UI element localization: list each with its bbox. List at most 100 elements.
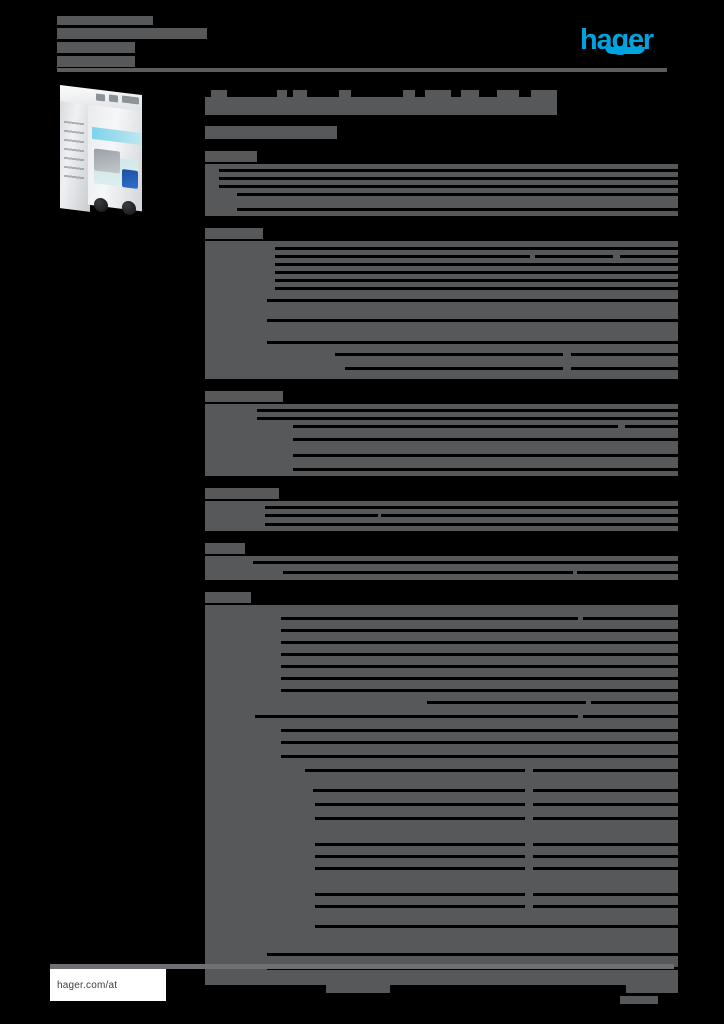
spec-row-separator bbox=[275, 287, 678, 290]
spec-row-separator bbox=[591, 701, 678, 704]
spec-row-separator bbox=[533, 769, 678, 772]
title-ascender bbox=[531, 90, 557, 99]
spec-row-separator bbox=[315, 925, 678, 928]
breaker-terminal-icon bbox=[130, 96, 139, 105]
spec-row-separator bbox=[315, 905, 525, 908]
spec-row-separator bbox=[620, 255, 678, 258]
spec-row-separator bbox=[281, 755, 678, 758]
page-title bbox=[205, 88, 678, 116]
label-column-gutter bbox=[205, 605, 211, 985]
footer-center-line-2 bbox=[326, 984, 390, 993]
header-line-3 bbox=[57, 42, 135, 53]
title-ascender bbox=[339, 90, 351, 99]
spec-row-separator bbox=[281, 653, 678, 656]
spec-row-separator bbox=[237, 193, 678, 196]
spec-row-separator bbox=[257, 409, 678, 412]
spec-rows bbox=[205, 501, 678, 531]
spec-row-separator bbox=[275, 271, 678, 274]
spec-row-separator bbox=[625, 425, 678, 428]
footer-right-block bbox=[606, 971, 678, 1007]
spec-row-separator bbox=[281, 617, 578, 620]
spec-row-separator bbox=[533, 803, 678, 806]
spec-rows bbox=[205, 241, 678, 379]
footer-url: hager.com/at bbox=[57, 979, 118, 991]
label-column-gutter bbox=[205, 556, 211, 580]
section-electrical bbox=[205, 228, 678, 379]
footer-center-line-1 bbox=[300, 972, 420, 981]
hager-logo-swoosh-icon bbox=[605, 47, 645, 54]
section-heading-bar bbox=[205, 391, 283, 402]
section-heading-bar bbox=[205, 228, 263, 239]
section-standards-heading bbox=[205, 488, 678, 499]
spec-row-separator bbox=[283, 571, 573, 574]
spec-row-separator bbox=[275, 279, 678, 282]
footer-url-box[interactable]: hager.com/at bbox=[50, 969, 166, 1001]
spec-row-separator bbox=[315, 803, 525, 806]
spec-row-separator bbox=[267, 953, 678, 956]
spec-rows bbox=[205, 605, 678, 985]
breaker-blue-test-lever bbox=[122, 169, 138, 189]
page-footer: hager.com/at bbox=[0, 964, 724, 1024]
spec-row-separator bbox=[315, 855, 525, 858]
spec-row-separator bbox=[583, 715, 678, 718]
spec-row-separator bbox=[265, 523, 678, 526]
breaker-grey-lever bbox=[94, 148, 120, 174]
title-ascender bbox=[461, 90, 479, 99]
spec-row-separator bbox=[345, 367, 563, 370]
section-mechanical bbox=[205, 592, 678, 985]
title-ascender bbox=[277, 90, 287, 99]
label-column-gutter bbox=[205, 404, 211, 476]
spec-row-separator bbox=[267, 319, 678, 322]
spec-row-separator bbox=[315, 817, 525, 820]
spec-row-separator bbox=[315, 867, 525, 870]
spec-row-separator bbox=[293, 468, 678, 471]
title-ascender bbox=[211, 90, 227, 99]
spec-row-separator bbox=[533, 867, 678, 870]
section-heading-bar bbox=[205, 592, 251, 603]
spec-section-list bbox=[205, 151, 678, 985]
spec-row-separator bbox=[533, 817, 678, 820]
label-column-gutter bbox=[205, 241, 211, 379]
section-mechanical-heading bbox=[205, 592, 678, 603]
label-column-gutter bbox=[205, 164, 211, 216]
page-title-bar bbox=[205, 97, 557, 115]
spec-rows bbox=[205, 164, 678, 216]
datasheet-content bbox=[205, 88, 678, 985]
section-protection-heading bbox=[205, 391, 678, 402]
title-ascender bbox=[403, 90, 415, 99]
spec-row-separator bbox=[313, 789, 525, 792]
spec-row-separator bbox=[281, 641, 678, 644]
spec-row-separator bbox=[533, 789, 678, 792]
hager-logo[interactable]: hager bbox=[580, 24, 672, 55]
spec-row-separator bbox=[267, 299, 678, 302]
header-line-4 bbox=[57, 56, 135, 67]
spec-row-separator bbox=[571, 353, 678, 356]
section-electrical-heading bbox=[205, 228, 678, 239]
spec-row-separator bbox=[533, 893, 678, 896]
spec-row-separator bbox=[381, 514, 678, 517]
spec-row-separator bbox=[281, 729, 678, 732]
title-ascender bbox=[497, 90, 519, 99]
header-rule bbox=[57, 68, 667, 72]
header-line-2 bbox=[57, 28, 207, 39]
spec-row-separator bbox=[281, 629, 678, 632]
spec-row-separator bbox=[267, 341, 678, 344]
footer-right-line-2 bbox=[626, 984, 678, 993]
spec-row-separator bbox=[293, 454, 678, 457]
spec-row-separator bbox=[219, 177, 678, 180]
spec-row-separator bbox=[577, 571, 678, 574]
spec-row-separator bbox=[535, 255, 613, 258]
breaker-side-marking bbox=[64, 120, 84, 182]
spec-row-separator bbox=[257, 417, 678, 420]
breaker-terminal-icon bbox=[96, 93, 105, 102]
title-ascender bbox=[293, 90, 307, 99]
spec-row-separator bbox=[281, 689, 678, 692]
spec-row-separator bbox=[281, 677, 678, 680]
catalog-reference bbox=[205, 126, 337, 139]
title-ascender bbox=[425, 90, 451, 99]
section-certification bbox=[205, 543, 678, 580]
spec-row-separator bbox=[237, 208, 678, 211]
spec-row-separator bbox=[219, 185, 678, 188]
spec-row-separator bbox=[255, 715, 578, 718]
